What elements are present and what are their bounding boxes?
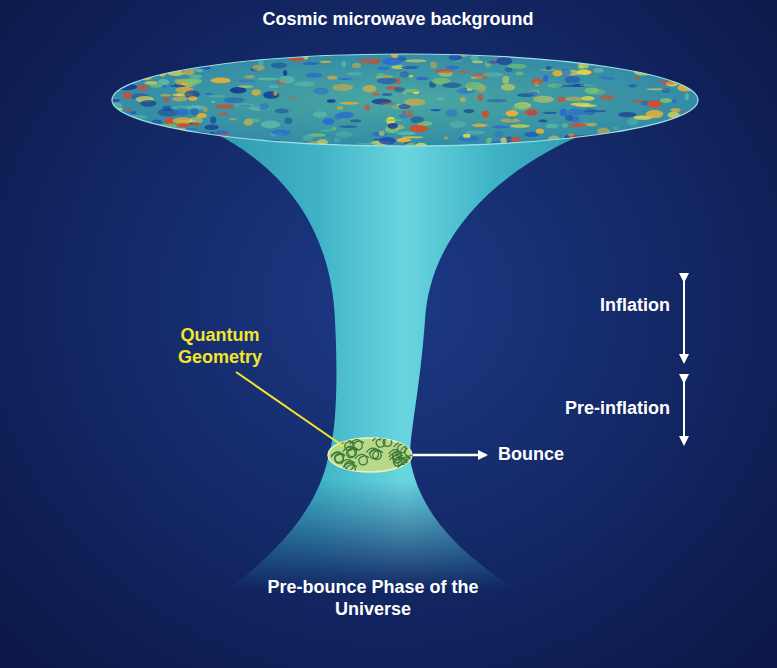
quantum-geometry-disc (328, 436, 415, 475)
phase-label: Inflation (560, 295, 670, 317)
phase-label: Pre-inflation (530, 398, 670, 420)
leader-line (236, 372, 343, 446)
cmb-title: Cosmic microwave background (218, 9, 578, 31)
bounce-label: Bounce (498, 444, 588, 466)
cmb-map (104, 50, 704, 149)
callout-label: Quantum Geometry (160, 325, 280, 368)
phase-arrows (683, 281, 685, 444)
cmb-rim (112, 54, 698, 146)
phase-label: Pre-bounce Phase of the Universe (233, 577, 513, 620)
bounce-arrow (413, 454, 486, 457)
funnel (112, 100, 698, 592)
